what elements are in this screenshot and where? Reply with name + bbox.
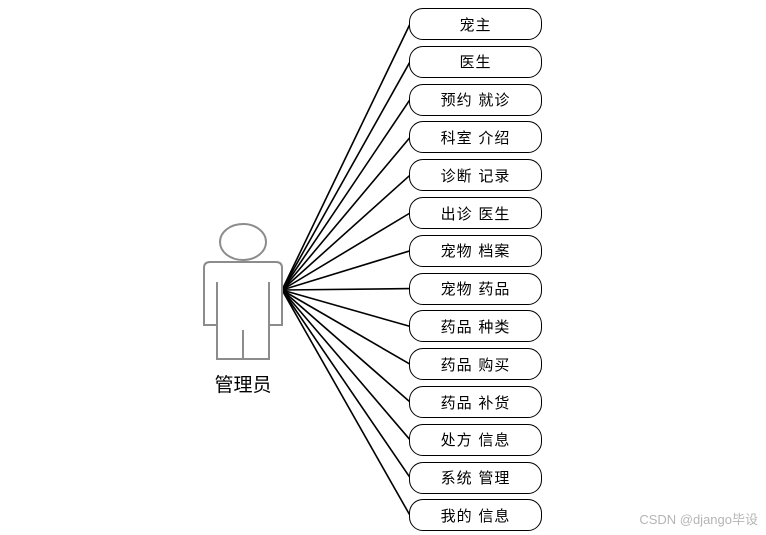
use-case-1: 医生	[409, 45, 542, 78]
actor-head	[219, 223, 267, 261]
use-case-2: 预约 就诊	[409, 83, 542, 116]
actor-figure	[203, 223, 283, 360]
association-line-10	[281, 289, 411, 403]
use-case-13: 我的 信息	[409, 499, 542, 532]
association-line-13	[281, 289, 411, 516]
use-case-10: 药品 补货	[409, 386, 542, 418]
actor-label: 管理员	[214, 374, 272, 396]
use-case-12: 系统 管理	[409, 461, 542, 494]
actor-body	[203, 261, 283, 360]
use-case-4: 诊断 记录	[409, 159, 542, 192]
use-case-6: 宠物 档案	[409, 234, 542, 267]
association-line-8	[281, 289, 411, 328]
use-case-9: 药品 购买	[409, 348, 542, 381]
association-line-6	[281, 250, 411, 291]
use-case-3: 科室 介绍	[409, 121, 542, 154]
use-case-7: 宠物 药品	[409, 272, 542, 305]
association-lines	[281, 23, 411, 516]
association-line-1	[281, 61, 411, 291]
association-line-12	[281, 289, 411, 479]
use-case-11: 处方 信息	[409, 423, 542, 456]
use-case-0: 宠主	[409, 8, 542, 40]
use-case-8: 药品 种类	[409, 310, 542, 343]
watermark: CSDN @django毕设	[639, 512, 758, 527]
association-line-5	[281, 212, 411, 291]
association-line-9	[281, 289, 411, 365]
association-line-7	[281, 287, 411, 291]
association-line-4	[281, 174, 411, 291]
association-line-11	[281, 289, 411, 441]
association-line-3	[281, 136, 411, 291]
association-line-2	[281, 99, 411, 291]
use-case-5: 出诊 医生	[409, 197, 542, 229]
association-line-0	[281, 23, 411, 291]
